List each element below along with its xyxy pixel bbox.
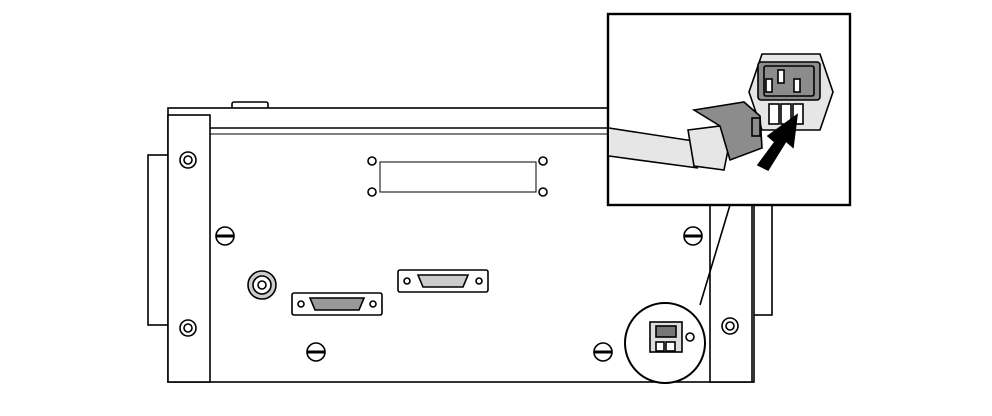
power-cord-plug-icon <box>608 101 763 171</box>
inset-detail <box>606 12 852 207</box>
magnifier-callout-icon <box>624 204 731 384</box>
label-plate <box>367 156 548 197</box>
circular-connector-icon <box>247 270 277 300</box>
d-sub-connector-upper-icon <box>397 269 489 293</box>
power-inlet-icon <box>748 53 834 131</box>
slotted-screws <box>215 226 703 362</box>
rail-screws <box>179 151 739 337</box>
insert-arrow-icon <box>756 113 799 172</box>
d-sub-connector-lower-icon <box>291 292 383 316</box>
